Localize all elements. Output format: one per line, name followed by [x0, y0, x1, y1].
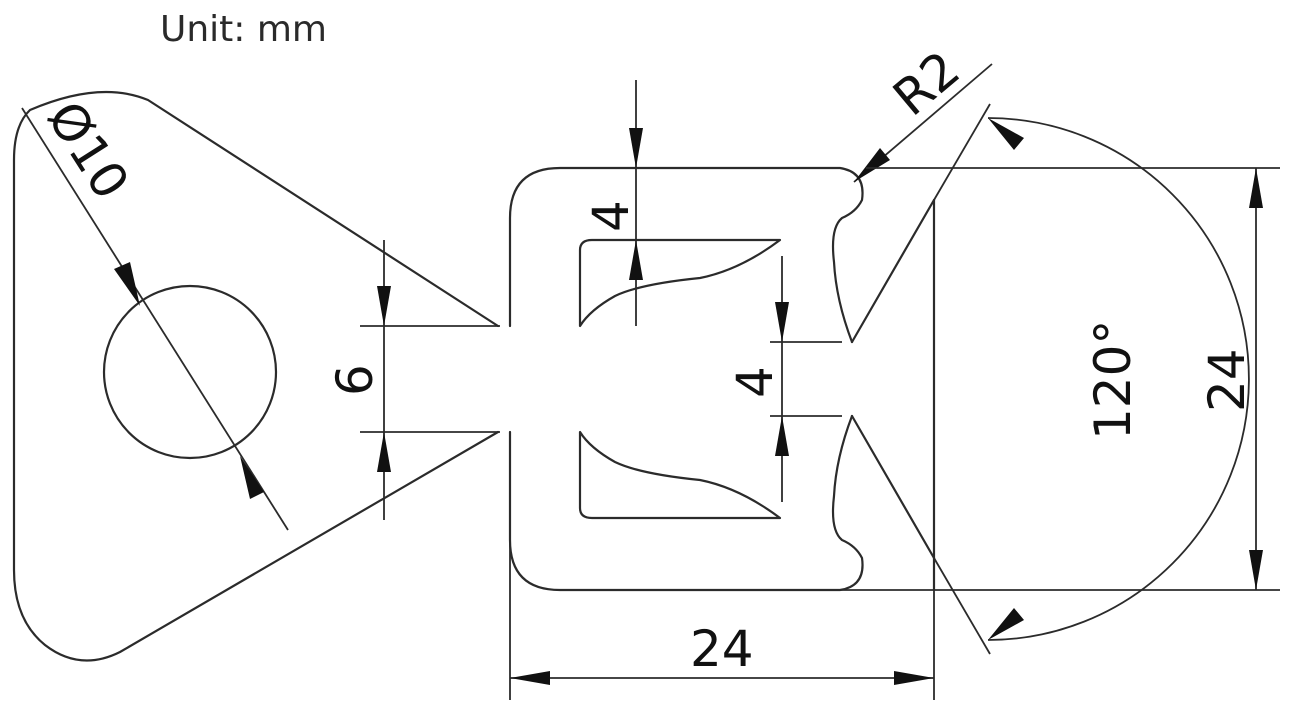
height-label: 24 [1198, 348, 1256, 412]
radius-dimension: R2 [853, 40, 993, 183]
radius-label: R2 [882, 40, 970, 127]
mounting-hole [102, 284, 278, 460]
diameter-dimension: Ø10 [21, 91, 289, 531]
unit-label: Unit: mm [160, 9, 327, 50]
neck-dimension: 6 [326, 240, 500, 520]
top-thickness-dimension: 4 [582, 80, 643, 326]
diameter-label: Ø10 [36, 91, 140, 209]
center-gap-dimension: 4 [726, 256, 842, 502]
center-gap-label: 4 [726, 366, 784, 398]
buckle-frame [508, 166, 936, 592]
triangle-tab [12, 90, 500, 662]
width-dimension: 24 [509, 540, 935, 700]
top-thickness-label: 4 [582, 200, 640, 232]
neck-width-label: 6 [326, 364, 384, 396]
angle-dimension: 120° [933, 103, 1250, 655]
width-label: 24 [690, 620, 754, 678]
height-dimension: 24 [840, 167, 1280, 591]
angle-label: 120° [1084, 320, 1142, 440]
